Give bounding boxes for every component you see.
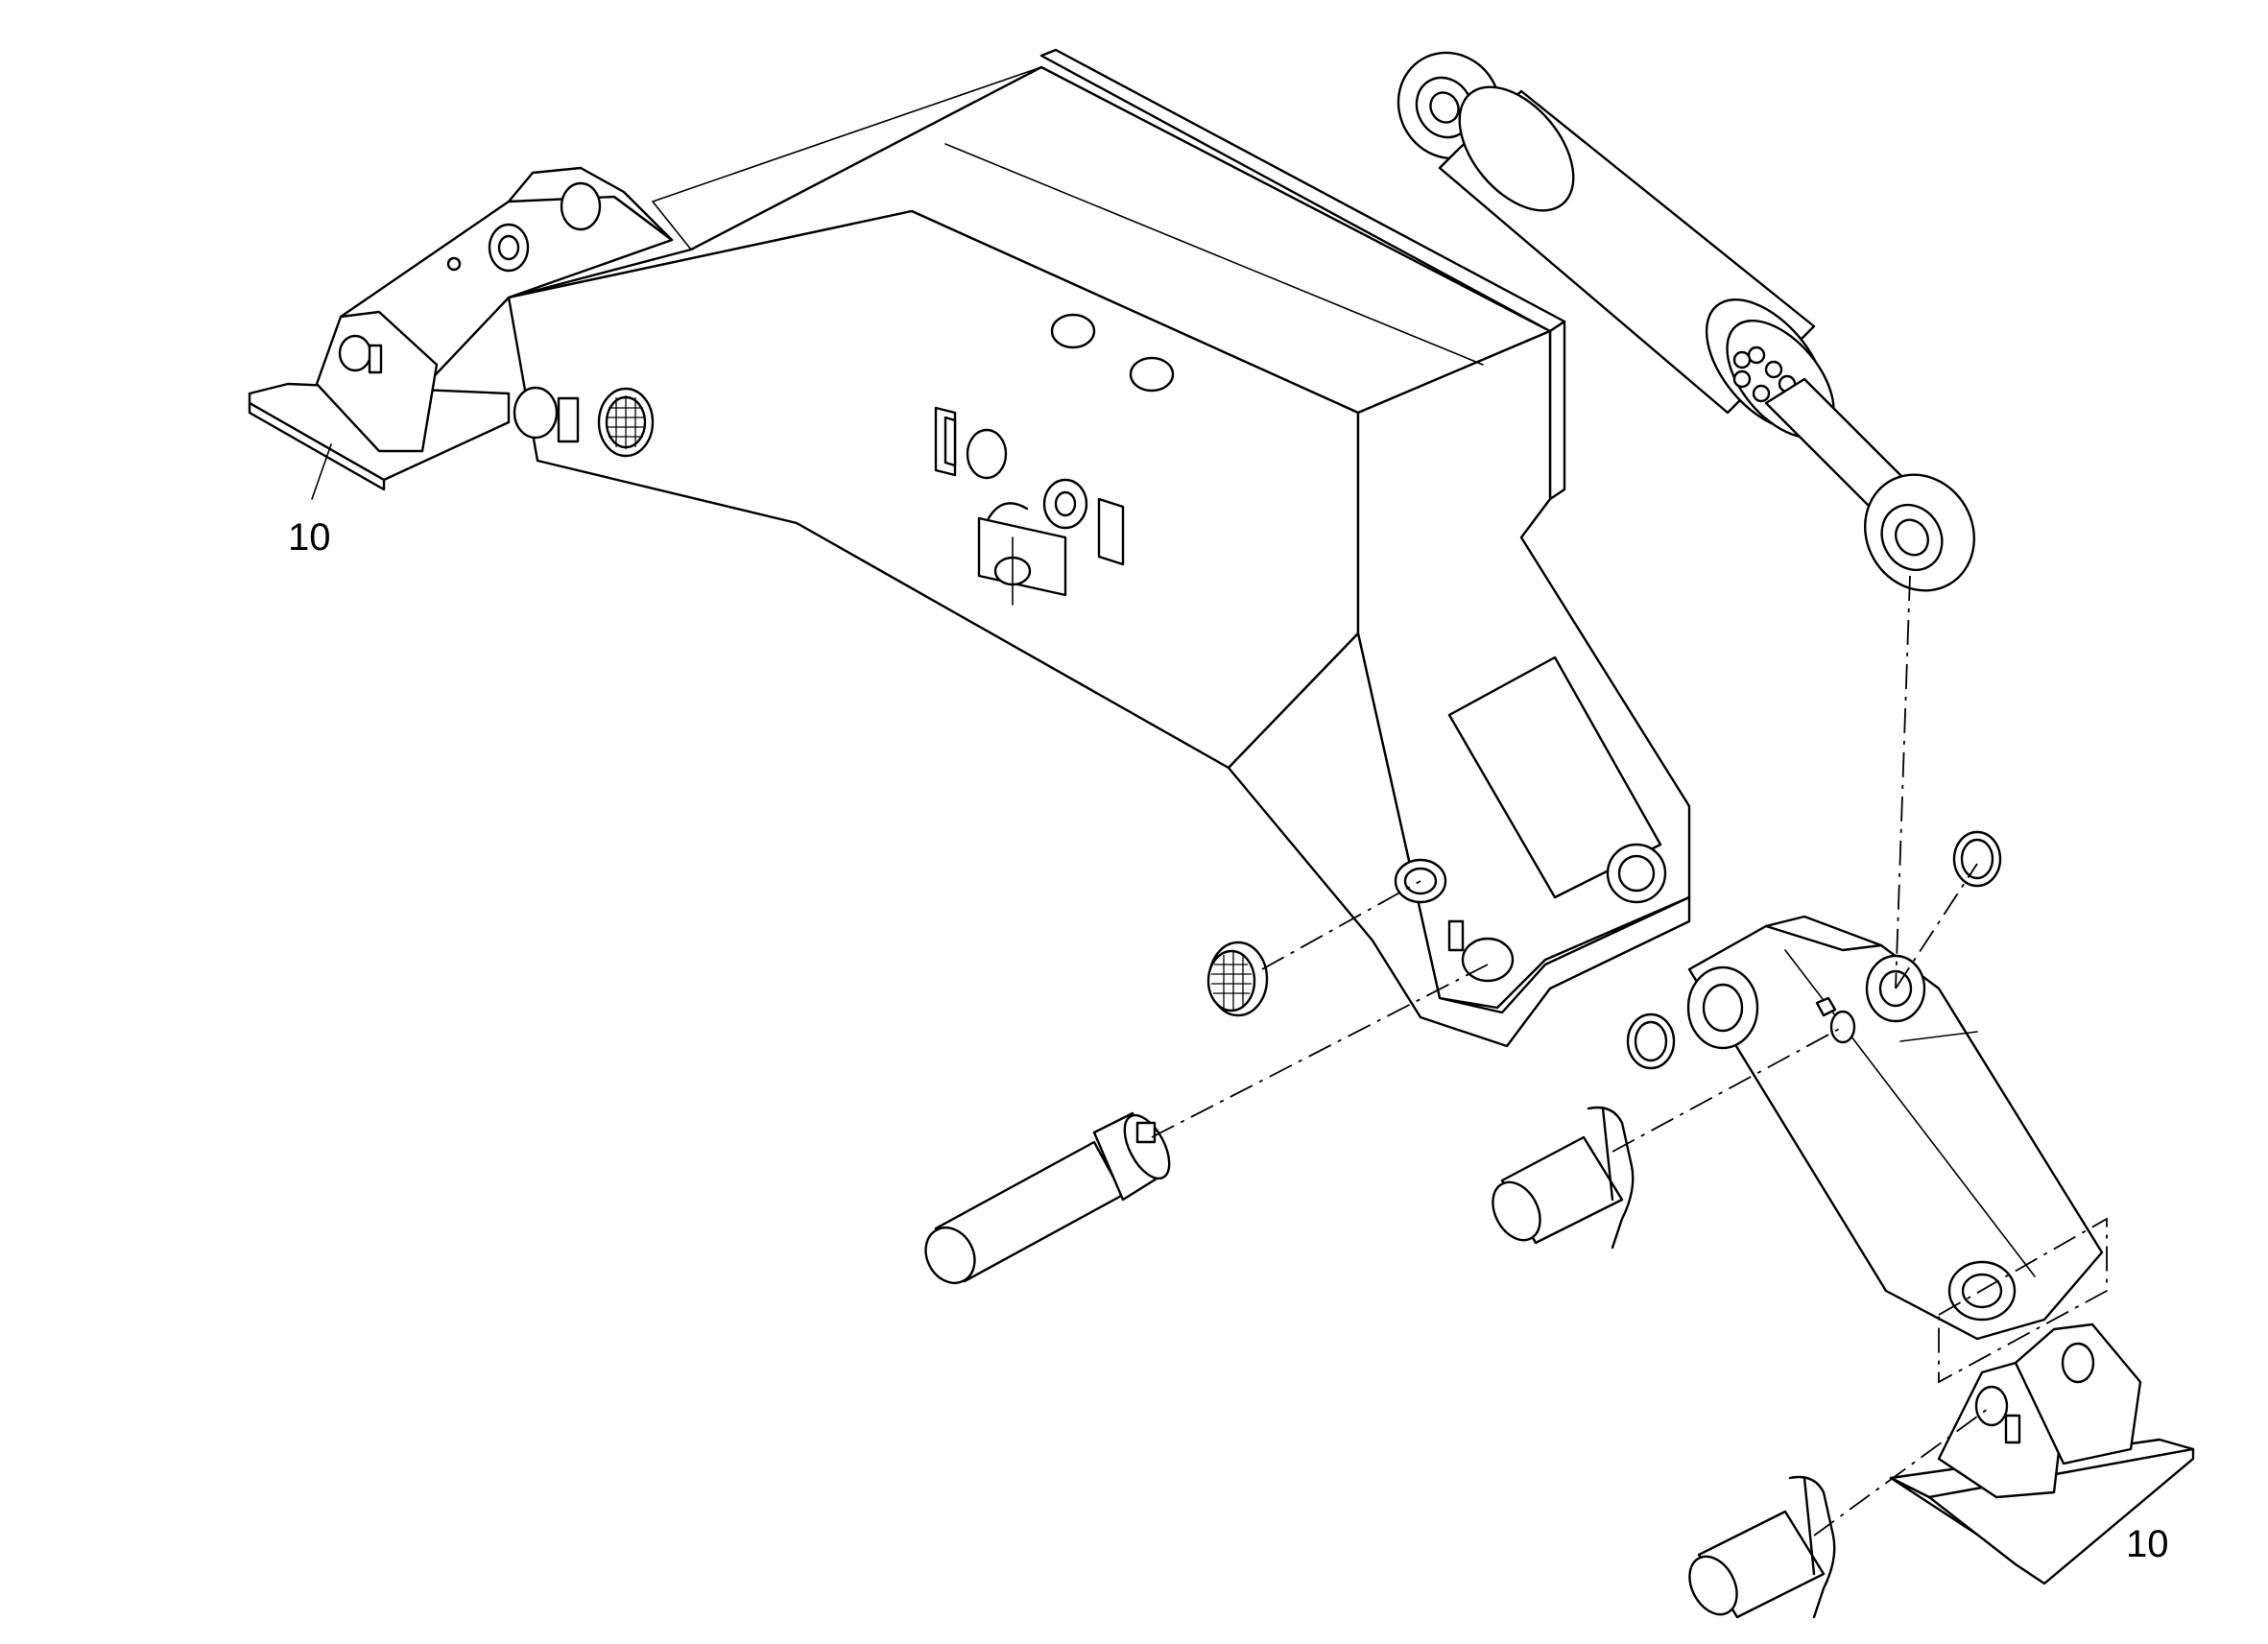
callout-label: 10 [2126,1523,2169,1565]
left-plug-mesh [607,395,645,449]
boom-arm [507,48,1691,1048]
callout-10-right: 10 [2126,1523,2169,1565]
right-mounting-bracket [1889,1322,2195,1585]
linkage-bracket [1686,915,2104,1341]
clevis-pin-bottom [1688,1475,1836,1619]
hydraulic-cylinder [1397,51,1976,592]
washers [1626,830,2002,1070]
assembly-centerlines [1151,575,2108,1537]
callout-10-left: 10 [288,443,332,559]
clevis-pin-center [1492,1106,1635,1250]
mesh-plug [1206,941,1269,1017]
boom-side-fittings [934,406,1125,606]
callout-label: 10 [288,516,331,559]
long-pin [924,1111,1171,1284]
